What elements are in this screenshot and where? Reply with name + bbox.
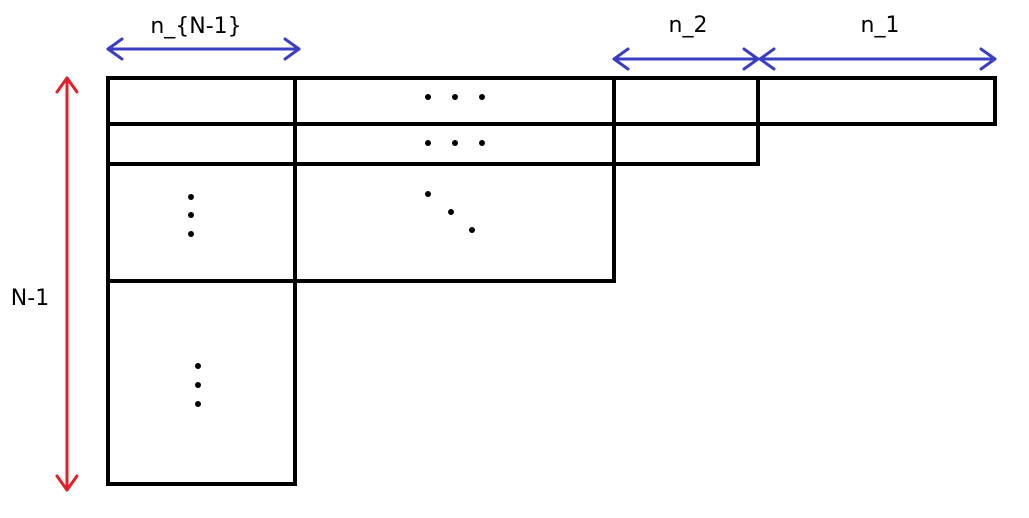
- width-arrow-n-N-minus-1: [106, 37, 301, 61]
- hdots-row-1: [425, 94, 431, 100]
- width-arrow-n-1: [758, 47, 997, 71]
- row-1: [106, 76, 997, 126]
- row-block-bottom: [106, 279, 297, 486]
- ellipsis-dots: [188, 94, 485, 407]
- row-block-3: [106, 162, 616, 283]
- vdots-bottom: [195, 363, 201, 369]
- width-arrow-n-2: [612, 47, 760, 71]
- height-arrow-N-minus-1: [55, 76, 79, 492]
- vdots-block-3: [188, 194, 194, 200]
- label-n-2: n_2: [669, 13, 708, 38]
- ddots-block-3: [425, 191, 431, 197]
- box-grid: [106, 76, 997, 486]
- label-N-minus-1: N-1: [11, 286, 49, 311]
- hdots-row-2: [425, 140, 431, 146]
- label-n-N-minus-1: n_{N-1}: [150, 14, 241, 39]
- row-2: [106, 122, 760, 166]
- label-n-1: n_1: [861, 13, 900, 38]
